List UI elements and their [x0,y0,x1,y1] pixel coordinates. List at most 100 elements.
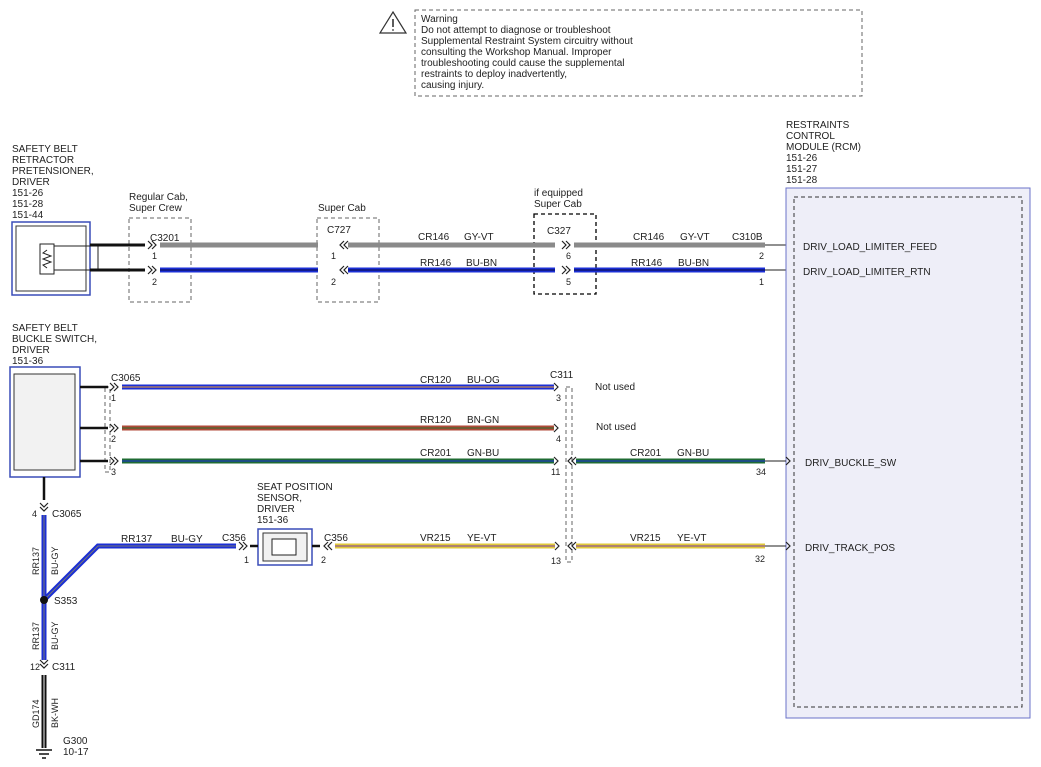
c3065-box [104,386,111,473]
pin-number: 2 [759,251,764,261]
pin-number: 2 [152,277,157,287]
circuit-label: RR146 [631,258,663,269]
warning-line: Do not attempt to diagnose or troublesho… [421,25,611,36]
svg-text:151-26: 151-26 [786,153,818,164]
svg-text:MODULE (RCM): MODULE (RCM) [786,142,861,153]
pin-number: 2 [321,555,326,565]
pin-number: 11 [551,467,560,477]
svg-text:151-36: 151-36 [257,515,289,526]
connector-label: C310B [732,232,763,243]
pin-number: 32 [755,554,765,564]
rcm-module [785,187,1031,719]
connector-label: C3065 [52,509,82,520]
connector-label: C3201 [150,233,180,244]
rcm-label: RESTRAINTS CONTROL MODULE (RCM) 151-26 1… [786,120,861,186]
svg-text:SENSOR,: SENSOR, [257,493,302,504]
pin-number: 6 [566,251,571,261]
circuit-label: RR120 [420,415,452,426]
wire-color-label: YE-VT [467,533,496,544]
warning-line: causing injury. [421,80,484,91]
circuit-label: GD174 [31,699,41,728]
warning-line: troubleshooting could cause the suppleme… [421,58,624,69]
circuit-label: CR201 [420,448,452,459]
circuit-label: CR146 [633,232,665,243]
warning-line: Warning [421,14,458,25]
wire-color-label: BU-BN [466,258,497,269]
warning-line: restraints to deploy inadvertently, [421,69,567,80]
warning-box: Warning Do not attempt to diagnose or tr… [378,9,863,97]
ground-id: G300 [63,736,88,747]
splice-label: S353 [54,596,78,607]
buckle-switch-label: SAFETY BELT BUCKLE SWITCH, DRIVER 151-36 [12,323,97,367]
connector-label: C3065 [111,373,141,384]
wire-color-label: BN-GN [467,415,499,426]
pin-number: 4 [32,509,37,519]
pretensioner-label: SAFETY BELT RETRACTOR PRETENSIONER, DRIV… [12,144,94,221]
splice-point [40,596,48,604]
svg-text:CONTROL: CONTROL [786,131,835,142]
connector-label: C327 [547,226,571,237]
option-label: Regular Cab, [129,192,188,203]
pin-number: 13 [551,556,561,566]
wire-color-label: BK-WH [50,698,60,728]
if-equipped-box [533,213,597,295]
connector-label: C356 [222,533,246,544]
wire-color-label: GY-VT [464,232,494,243]
wire-color-label: GN-BU [677,448,709,459]
circuit-label: RR137 [121,534,153,545]
circuit-label: CR201 [630,448,662,459]
option-label: if equipped [534,188,583,199]
circuit-label: RR137 [31,547,41,575]
ground-icon [36,749,52,759]
pin-number: 4 [556,434,561,444]
svg-text:151-28: 151-28 [786,175,818,186]
not-used-label: Not used [595,382,635,393]
pretensioner-component [11,221,99,296]
wire-color-label: GY-VT [680,232,710,243]
svg-text:SEAT POSITION: SEAT POSITION [257,482,333,493]
wire-color-label: BU-GY [50,621,60,650]
pin-number: 3 [111,467,116,477]
svg-text:DRIVER: DRIVER [257,504,295,515]
circuit-label: RR146 [420,258,452,269]
circuit-label: VR215 [630,533,661,544]
pin-number: 12 [30,662,40,672]
pin-number: 1 [244,555,249,565]
svg-text:151-26: 151-26 [12,188,44,199]
pin-number: 1 [331,251,336,261]
signal-label: DRIV_BUCKLE_SW [805,458,897,469]
svg-text:DRIVER: DRIVER [12,345,50,356]
connector-label: C311 [550,370,574,381]
wire-color-label: GN-BU [467,448,499,459]
pin-number: 2 [331,277,336,287]
circuit-label: VR215 [420,533,451,544]
warning-line: consulting the Workshop Manual. Improper [421,47,612,58]
svg-text:RETRACTOR: RETRACTOR [12,155,74,166]
not-used-label: Not used [596,422,636,433]
seat-sensor-component [257,528,313,566]
pin-number: 34 [756,467,766,477]
svg-text:BUCKLE SWITCH,: BUCKLE SWITCH, [12,334,97,345]
buckle-switch-component [9,366,81,478]
svg-text:151-36: 151-36 [12,356,44,367]
signal-label: DRIV_LOAD_LIMITER_RTN [803,267,931,278]
regular-cab-box [128,217,192,303]
wire-color-label: BU-OG [467,375,500,386]
connector-label: C727 [327,225,351,236]
wire-rr137 [41,477,258,660]
signal-label: DRIV_TRACK_POS [805,543,895,554]
connector-label: C356 [324,533,348,544]
circuit-label: CR146 [418,232,450,243]
pin-number: 5 [566,277,571,287]
svg-text:DRIVER: DRIVER [12,177,50,188]
resistor-icon [41,249,53,269]
wire-color-label: BU-GY [171,534,203,545]
wire-color-label: BU-BN [678,258,709,269]
seat-sensor-label: SEAT POSITION SENSOR, DRIVER 151-36 [257,482,333,526]
pin-number: 2 [111,434,116,444]
svg-text:151-27: 151-27 [786,164,818,175]
svg-text:151-44: 151-44 [12,210,44,221]
svg-text:RESTRAINTS: RESTRAINTS [786,120,850,131]
warning-line: Supplemental Restraint System circuitry … [421,36,633,47]
